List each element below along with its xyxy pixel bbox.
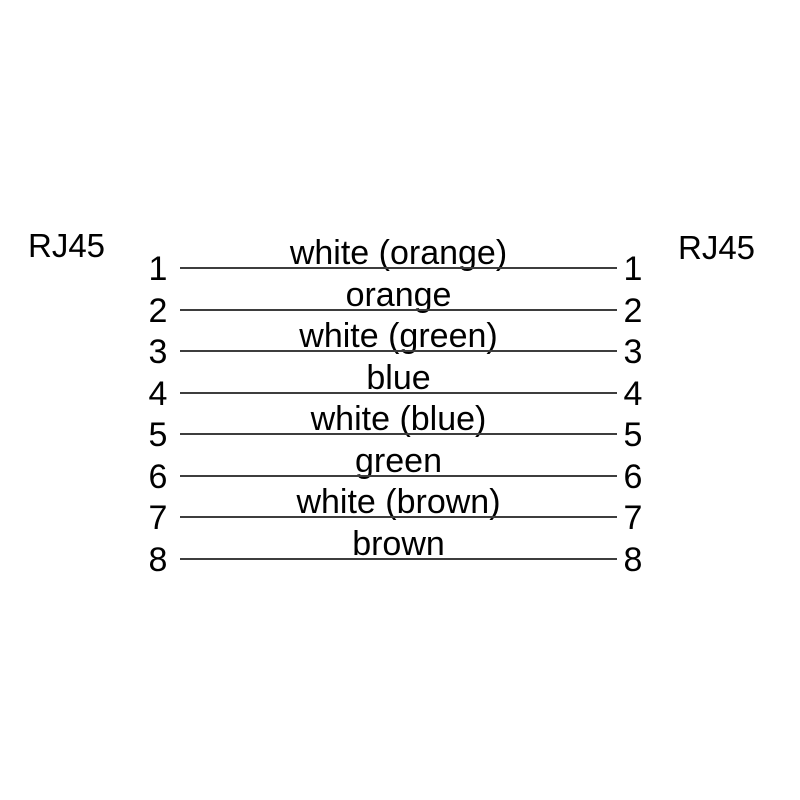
left-pin-number: 2 <box>148 292 168 330</box>
left-pin-number: 4 <box>148 375 168 413</box>
wire-line <box>180 516 617 518</box>
wire-color-label: white (blue) <box>310 400 487 438</box>
right-connector-label: RJ45 <box>678 229 756 266</box>
wire-line <box>180 392 617 394</box>
left-pin-number: 1 <box>148 250 168 288</box>
right-pin-number: 1 <box>623 250 643 288</box>
wire-color-label: green <box>355 442 442 480</box>
wire-line <box>180 350 617 352</box>
left-pin-number: 5 <box>148 416 168 454</box>
wire-color-label: white (orange) <box>289 234 508 272</box>
wire-line <box>180 558 617 560</box>
wire-line <box>180 309 617 311</box>
right-pin-number: 7 <box>623 499 643 537</box>
wire-line <box>180 475 617 477</box>
right-pin-number: 8 <box>623 541 643 579</box>
left-pin-number: 3 <box>148 333 168 371</box>
left-pin-number: 7 <box>148 499 168 537</box>
wire-color-label: white (brown) <box>296 483 501 521</box>
wire-color-label: orange <box>345 276 452 314</box>
wire-color-label: white (green) <box>299 317 498 355</box>
right-pin-number: 3 <box>623 333 643 371</box>
right-pin-number: 4 <box>623 375 643 413</box>
wire-color-label: blue <box>366 359 431 397</box>
wire-color-label: brown <box>352 525 445 563</box>
right-pin-number: 6 <box>623 458 643 496</box>
left-pin-number: 6 <box>148 458 168 496</box>
wire-line <box>180 433 617 435</box>
wire-line <box>180 267 617 269</box>
left-connector-label: RJ45 <box>28 227 106 264</box>
right-pin-number: 5 <box>623 416 643 454</box>
right-pin-number: 2 <box>623 292 643 330</box>
left-pin-number: 8 <box>148 541 168 579</box>
